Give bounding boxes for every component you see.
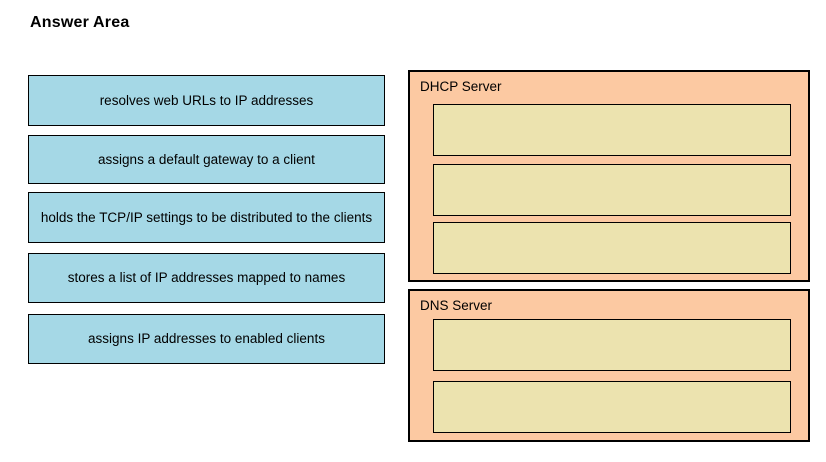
drag-option-resolves-urls[interactable]: resolves web URLs to IP addresses (28, 75, 385, 126)
drop-target-dns-server: DNS Server (408, 289, 810, 442)
drag-option-default-gateway[interactable]: assigns a default gateway to a client (28, 135, 385, 184)
drag-option-tcpip-settings[interactable]: holds the TCP/IP settings to be distribu… (28, 192, 385, 243)
dns-drop-slot-2[interactable] (433, 381, 791, 433)
dns-server-label: DNS Server (420, 298, 493, 313)
dhcp-drop-slot-1[interactable] (433, 104, 791, 156)
drag-option-ip-mapped-names[interactable]: stores a list of IP addresses mapped to … (28, 253, 385, 303)
dns-drop-slot-1[interactable] (433, 319, 791, 371)
drag-option-assigns-ip[interactable]: assigns IP addresses to enabled clients (28, 314, 385, 364)
dhcp-server-label: DHCP Server (420, 79, 502, 94)
drop-target-dhcp-server: DHCP Server (408, 70, 810, 282)
dhcp-drop-slot-3[interactable] (433, 222, 791, 274)
dhcp-drop-slot-2[interactable] (433, 164, 791, 216)
page-title: Answer Area (30, 14, 130, 31)
